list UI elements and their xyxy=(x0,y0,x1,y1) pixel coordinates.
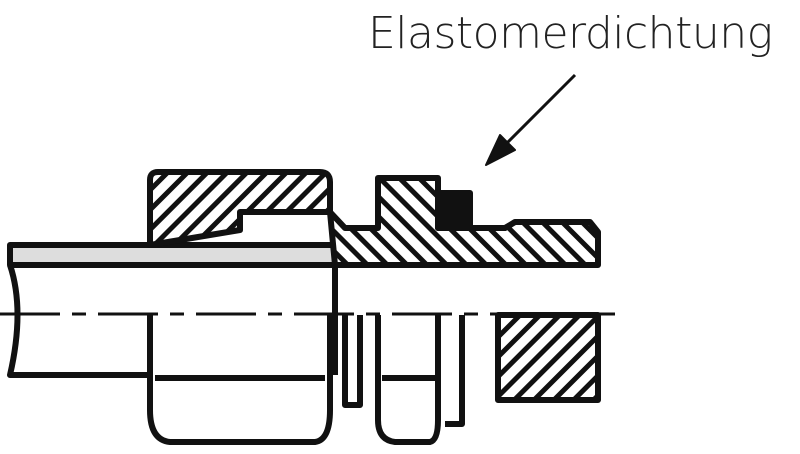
leader-line xyxy=(498,73,577,152)
union-nut xyxy=(147,169,333,248)
nut-hex xyxy=(147,315,333,445)
seal-label: Elastomerdichtung xyxy=(368,8,773,59)
arrow-head xyxy=(485,134,516,166)
fitting-body xyxy=(327,175,601,268)
body-hex xyxy=(375,315,441,445)
thread xyxy=(495,312,601,403)
elastomer-seal xyxy=(435,190,473,231)
tube xyxy=(7,262,338,378)
